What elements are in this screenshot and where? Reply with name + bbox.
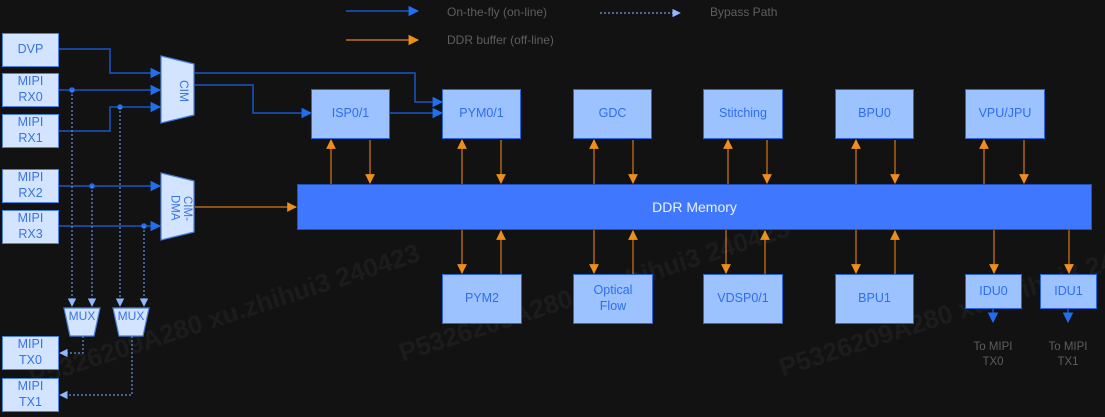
rx2-line2: RX2 — [18, 186, 43, 200]
stitching-block: Stitching — [703, 89, 783, 139]
rx2-line1: MIPI — [17, 170, 44, 185]
junction-dots — [69, 87, 147, 229]
optical-flow-line1: Optical — [593, 283, 633, 298]
rx1-line1: MIPI — [17, 115, 44, 130]
stitching-label: Stitching — [719, 106, 767, 121]
bpu0-block: BPU0 — [835, 89, 914, 139]
pym01-block: PYM0/1 — [442, 89, 521, 139]
rx1-line2: RX1 — [18, 131, 43, 145]
cim-mux-shape — [160, 55, 195, 124]
idu0-block: IDU0 — [965, 274, 1022, 309]
mipi-rx2-block: MIPI RX2 — [2, 169, 59, 203]
optical-flow-block: Optical Flow — [573, 274, 653, 324]
wire-rx1-cim — [58, 101, 162, 132]
mux0-label: MUX — [68, 309, 96, 323]
tx0-line1: MIPI — [17, 337, 44, 352]
pym2-label: PYM2 — [464, 291, 500, 306]
wire-dvp-cim — [58, 48, 162, 79]
isp-label: ISP0/1 — [331, 106, 370, 121]
idu1-note-line2: TX1 — [1057, 355, 1079, 368]
ddr-memory-bus: DDR Memory — [297, 184, 1092, 230]
cim-dma-label: CIM- DMA — [168, 195, 193, 221]
cim-dma-mux-shape — [160, 172, 195, 241]
bypass-wires — [59, 90, 149, 400]
offline-wires — [195, 139, 1074, 274]
tx1-line2: TX1 — [19, 395, 42, 409]
gdc-block: GDC — [573, 89, 652, 139]
idu1-label: IDU1 — [1054, 283, 1083, 298]
rx3-line1: MIPI — [17, 211, 44, 226]
vdsp-label: VDSP0/1 — [717, 291, 769, 306]
mipi-tx1-block: MIPI TX1 — [2, 378, 59, 412]
mipi-rx0-block: MIPI RX0 — [2, 73, 59, 107]
ddr-label: DDR Memory — [652, 199, 737, 215]
legend-offline-label: DDR buffer (off-line) — [447, 33, 554, 47]
vpu-jpu-label: VPU/JPU — [978, 106, 1032, 121]
online-wires — [58, 48, 1074, 324]
idu1-block: IDU1 — [1040, 274, 1097, 309]
optical-flow-line2: Flow — [599, 299, 627, 313]
mipi-tx0-block: MIPI TX0 — [2, 336, 59, 370]
tx1-line1: MIPI — [17, 379, 44, 394]
legend-online-label: On-the-fly (on-line) — [447, 5, 548, 19]
mux1-shape — [112, 307, 150, 337]
idu1-output-note: To MIPI TX1 — [1038, 340, 1098, 370]
legend-bypass-label: Bypass Path — [710, 5, 778, 19]
vdsp-block: VDSP0/1 — [703, 274, 783, 324]
dvp-label: DVP — [17, 42, 44, 57]
idu0-output-note: To MIPI TX0 — [963, 340, 1023, 370]
tx0-line2: TX0 — [19, 353, 42, 367]
legend-lines — [346, 5, 681, 46]
cim-label: CIM — [177, 80, 191, 102]
idu0-label: IDU0 — [979, 283, 1008, 298]
dvp-input-block: DVP — [2, 33, 59, 67]
bpu1-block: BPU1 — [835, 274, 914, 324]
wire-cim-isp — [195, 84, 313, 119]
mipi-rx1-block: MIPI RX1 — [2, 114, 59, 148]
rx0-line2: RX0 — [18, 90, 43, 104]
bypass-mux0-tx0 — [59, 336, 84, 358]
isp-block: ISP0/1 — [311, 89, 390, 139]
mux0-shape — [63, 307, 101, 337]
idu0-note-line1: To MIPI — [973, 341, 1013, 353]
mipi-rx3-block: MIPI RX3 — [2, 210, 59, 244]
mux1-label: MUX — [117, 309, 145, 323]
bpu1-label: BPU1 — [858, 291, 891, 306]
gdc-label: GDC — [598, 106, 627, 121]
pym01-label: PYM0/1 — [459, 106, 504, 121]
wire-cim-pym01 — [195, 72, 444, 108]
rx0-line1: MIPI — [17, 74, 44, 89]
vpu-jpu-block: VPU/JPU — [965, 89, 1045, 139]
idu0-note-line2: TX0 — [982, 355, 1004, 368]
bpu0-label: BPU0 — [858, 106, 891, 121]
rx3-line2: RX3 — [18, 227, 43, 241]
idu1-note-line1: To MIPI — [1048, 341, 1088, 353]
pym2-block: PYM2 — [442, 274, 522, 324]
